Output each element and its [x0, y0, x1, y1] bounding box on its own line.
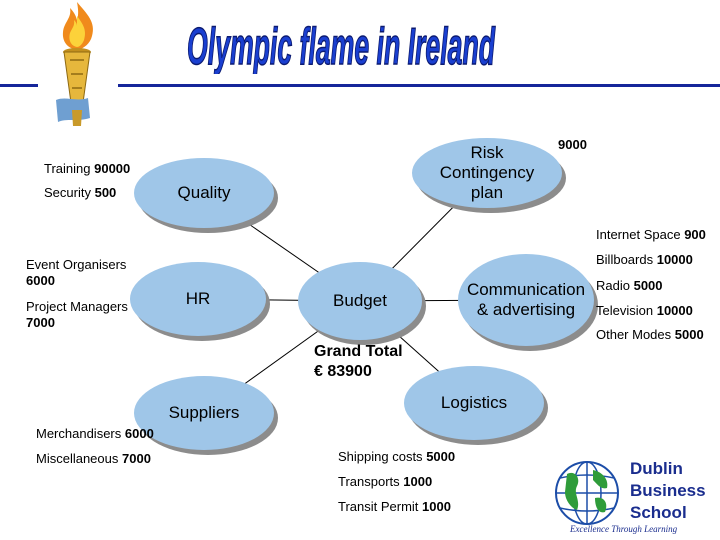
logistics-item: Transports 1000	[338, 474, 432, 490]
hr-item-label: Project Managers	[26, 299, 128, 314]
node-logistics: Logistics	[404, 366, 544, 440]
hr-item-value: 7000	[26, 315, 55, 330]
communication-item: Radio 5000	[596, 278, 663, 294]
communication-item-value: 5000	[633, 278, 663, 293]
header-rule-left	[0, 84, 38, 87]
grand-total: Grand Total € 83900	[314, 342, 403, 382]
risk-value: 9000	[558, 137, 587, 152]
quality-item: Training 90000	[44, 161, 130, 177]
node-suppliers: Suppliers	[134, 376, 274, 450]
node-risk-contingency: Risk Contingency plan	[412, 138, 562, 208]
node-quality: Quality	[134, 158, 274, 228]
communication-item-value: 10000	[656, 303, 693, 318]
quality-item-value: 500	[94, 185, 117, 200]
quality-item-label: Training	[44, 161, 91, 176]
school-name: Dublin Business School	[630, 458, 706, 524]
school-name-line: School	[630, 503, 687, 522]
hr-item: Project Managers 7000	[26, 299, 128, 331]
supplier-item: Miscellaneous 7000	[36, 451, 151, 467]
hr-item-label: Event Organisers	[26, 257, 127, 272]
quality-item: Security 500	[44, 185, 116, 201]
node-risk-label: Risk Contingency plan	[439, 143, 535, 202]
svg-text:Olympic flame in Ireland: Olympic flame in Ireland	[187, 18, 496, 74]
logistics-item-label: Transports	[338, 474, 400, 489]
school-name-line: Business	[630, 481, 706, 500]
communication-item-value: 5000	[674, 327, 704, 342]
supplier-item-value: 6000	[124, 426, 154, 441]
communication-item-label: Television	[596, 303, 654, 318]
hr-item-value: 6000	[26, 273, 55, 288]
node-suppliers-label: Suppliers	[168, 403, 240, 422]
logistics-item: Transit Permit 1000	[338, 499, 451, 515]
globe-icon	[555, 461, 619, 525]
communication-item-value: 900	[684, 227, 706, 242]
node-hr-label: HR	[185, 289, 211, 308]
communication-item: Billboards 10000	[596, 252, 693, 268]
grand-total-value: € 83900	[314, 363, 372, 380]
logistics-item-value: 5000	[426, 449, 456, 464]
grand-total-label: Grand Total	[314, 343, 403, 360]
quality-item-label: Security	[44, 185, 91, 200]
header-rule-right	[118, 84, 720, 87]
logistics-item-label: Shipping costs	[338, 449, 423, 464]
node-communication-label: Communication & advertising	[466, 280, 586, 319]
school-name-line: Dublin	[630, 459, 683, 478]
node-logistics-label: Logistics	[440, 393, 508, 412]
node-quality-label: Quality	[177, 183, 231, 202]
supplier-item-value: 7000	[122, 451, 151, 466]
logistics-item: Shipping costs 5000	[338, 449, 455, 465]
supplier-item-label: Miscellaneous	[36, 451, 119, 466]
node-hr: HR	[130, 262, 266, 336]
communication-item-label: Internet Space	[596, 227, 681, 242]
communication-item-label: Other Modes	[596, 327, 672, 342]
communication-item: Internet Space 900	[596, 227, 706, 243]
logistics-item-value: 1000	[422, 499, 451, 514]
logistics-item-label: Transit Permit	[338, 499, 419, 514]
communication-item-label: Radio	[596, 278, 630, 293]
communication-item-label: Billboards	[596, 252, 654, 267]
communication-item: Television 10000	[596, 303, 693, 319]
node-budget: Budget	[298, 262, 422, 340]
quality-item-value: 90000	[94, 161, 131, 176]
node-communication: Communication & advertising	[458, 254, 594, 346]
supplier-item-label: Merchandisers	[36, 426, 122, 441]
hr-item: Event Organisers 6000	[26, 257, 126, 289]
node-budget-label: Budget	[333, 291, 387, 310]
communication-item-value: 10000	[656, 252, 693, 267]
logistics-item-value: 1000	[403, 474, 433, 489]
school-tagline: Excellence Through Learning	[570, 524, 678, 534]
supplier-item: Merchandisers 6000	[36, 426, 154, 442]
communication-item: Other Modes 5000	[596, 327, 704, 343]
torch-icon	[56, 2, 93, 126]
title-text: Olympic flame in Ireland	[186, 17, 496, 74]
